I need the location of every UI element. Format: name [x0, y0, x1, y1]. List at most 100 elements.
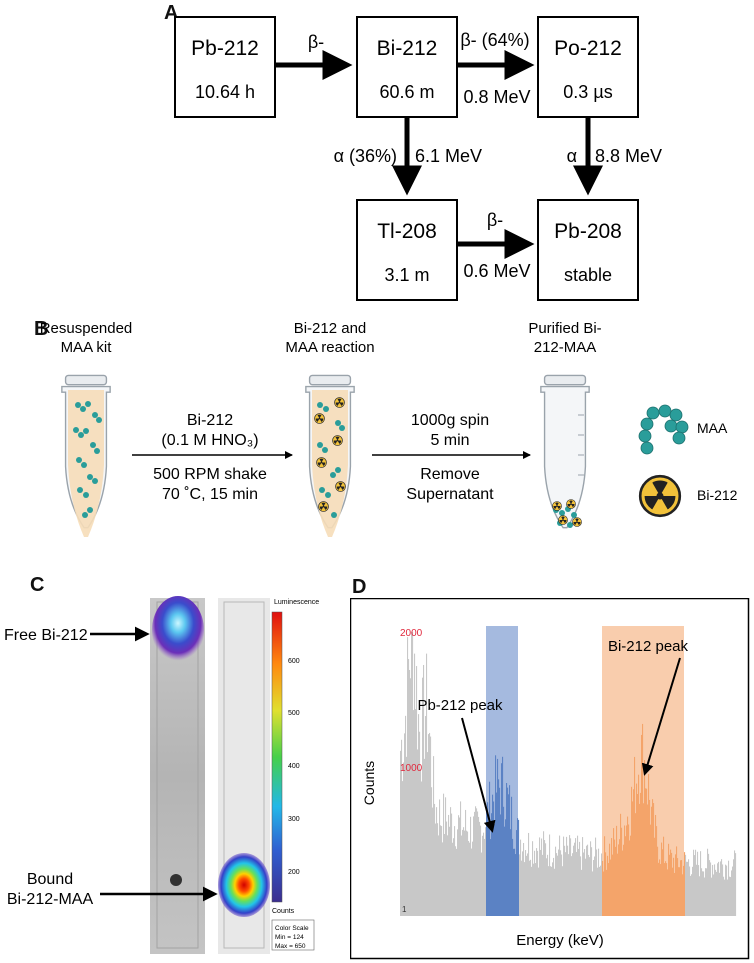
x-axis-label: Energy (keV) — [516, 932, 604, 949]
spectrum-bar — [683, 865, 685, 916]
spectrum-bar — [407, 637, 409, 916]
bi212-peak-label: Bi-212 peak — [608, 638, 689, 655]
spectrum-bar — [473, 816, 475, 916]
spectrum-bar — [638, 774, 640, 916]
spectrum-bar — [534, 850, 536, 916]
spectrum-bar — [410, 678, 412, 916]
spectrum-bar — [696, 864, 698, 916]
spectrum-bar — [497, 758, 499, 916]
spectrum-bar — [652, 799, 654, 916]
bi212-box — [356, 16, 458, 118]
spectrum-bar — [724, 879, 726, 916]
spectrum-bar — [693, 849, 695, 916]
spectrum-bar — [648, 774, 650, 916]
spectrum-bar — [688, 859, 690, 916]
spectrum-bar — [529, 860, 531, 916]
y-axis-label: Counts — [361, 761, 377, 805]
spectrum-bar — [536, 848, 538, 916]
spectrum-bar — [621, 827, 623, 916]
spectrum-bar — [441, 826, 443, 916]
spectrum-bar — [715, 869, 717, 916]
tube3-title-line2: 212-MAA — [534, 339, 597, 356]
spectrum-bar — [540, 849, 542, 916]
spectrum-bar — [424, 758, 426, 916]
spectrum-bar — [627, 816, 629, 916]
spectrum-bar — [579, 841, 581, 916]
spectrum-bar — [735, 853, 737, 916]
spectrum-bar — [409, 669, 411, 916]
spectrum-bar — [425, 716, 427, 916]
spectrum-bar — [661, 842, 663, 916]
spectrum-bar — [510, 829, 512, 916]
maa-legend-icon — [638, 404, 689, 455]
spectrum-bar — [502, 756, 504, 916]
spectrum-bar — [632, 801, 634, 916]
spectrum-bar — [658, 862, 660, 916]
spectrum-bar — [706, 868, 708, 916]
spectrum-bar — [605, 852, 607, 916]
tl208-box — [356, 199, 458, 301]
spectrum-bar — [702, 871, 704, 916]
spectrum-bar — [612, 854, 614, 916]
spectrum-bar — [607, 855, 609, 916]
spectrum-bar — [431, 787, 433, 916]
bi212-name: Bi-212 — [377, 37, 438, 60]
spectrum-bar — [566, 836, 568, 916]
spectrum-bar — [613, 828, 615, 916]
y-tick-2000: 2000 — [400, 628, 423, 639]
spectrum-bar — [640, 792, 642, 916]
spectrum-bar — [700, 851, 702, 916]
spectrum-bar — [637, 793, 639, 916]
spectrum-bar — [606, 869, 608, 916]
spectrum-bar — [679, 867, 681, 916]
spectrum-bar — [401, 739, 403, 916]
scale-tick-400: 400 — [288, 763, 300, 770]
spectrum-bar — [699, 876, 701, 916]
pb212-peak-label: Pb-212 peak — [417, 697, 503, 714]
spectrum-bar — [454, 826, 456, 916]
spectrum-bar — [530, 859, 532, 916]
spectrum-bar — [722, 864, 724, 916]
spectrum-bar — [651, 806, 653, 916]
spectrum-bar — [617, 853, 619, 916]
spectrum-bar — [449, 826, 451, 916]
spectrum-bar — [551, 866, 553, 916]
spectrum-bar — [701, 868, 703, 916]
spectrum-bar — [517, 818, 519, 916]
spectrum-bar — [432, 807, 434, 916]
bound-bi-spot — [218, 853, 270, 917]
spectrum-bar — [582, 837, 584, 916]
spectrum-bar — [669, 854, 671, 916]
spectrum-bar — [462, 829, 464, 916]
spectrum-bar — [562, 866, 564, 916]
label-tl-pb: β- — [487, 210, 503, 230]
spectrum-bar — [505, 819, 507, 916]
spectrum-bar — [417, 749, 419, 916]
step2-line2: 5 min — [430, 432, 469, 449]
spectrum-bar — [734, 850, 736, 916]
spectrum-bar — [463, 827, 465, 916]
spectrum-bar — [572, 853, 574, 916]
spectrum-bar — [419, 731, 421, 916]
spectrum-bar — [564, 845, 566, 916]
tl208-halflife: 3.1 m — [384, 265, 429, 285]
scale-box-line2: Min = 124 — [275, 934, 304, 941]
spectrum-bar — [504, 826, 506, 916]
spectrum-bar — [643, 803, 645, 916]
spectrum-bar — [610, 859, 612, 916]
spectrum-bar — [594, 856, 596, 916]
tube-resuspended-maa — [61, 374, 111, 537]
scale-tick-600: 600 — [288, 658, 300, 665]
spectrum-bar — [584, 849, 586, 916]
spectrum-bar — [578, 848, 580, 916]
spectrum-bar — [635, 813, 637, 916]
spectrum-bar — [728, 860, 730, 916]
spectrum-bar — [576, 851, 578, 916]
label-bi-tl: α (36%) — [334, 146, 397, 166]
panel-label-c: C — [30, 574, 45, 596]
spectrum-bar — [555, 846, 557, 916]
spectrum-bar — [503, 806, 505, 916]
spectrum-bar — [585, 858, 587, 916]
spectrum-bar — [581, 869, 583, 916]
spectrum-bar — [673, 857, 675, 916]
